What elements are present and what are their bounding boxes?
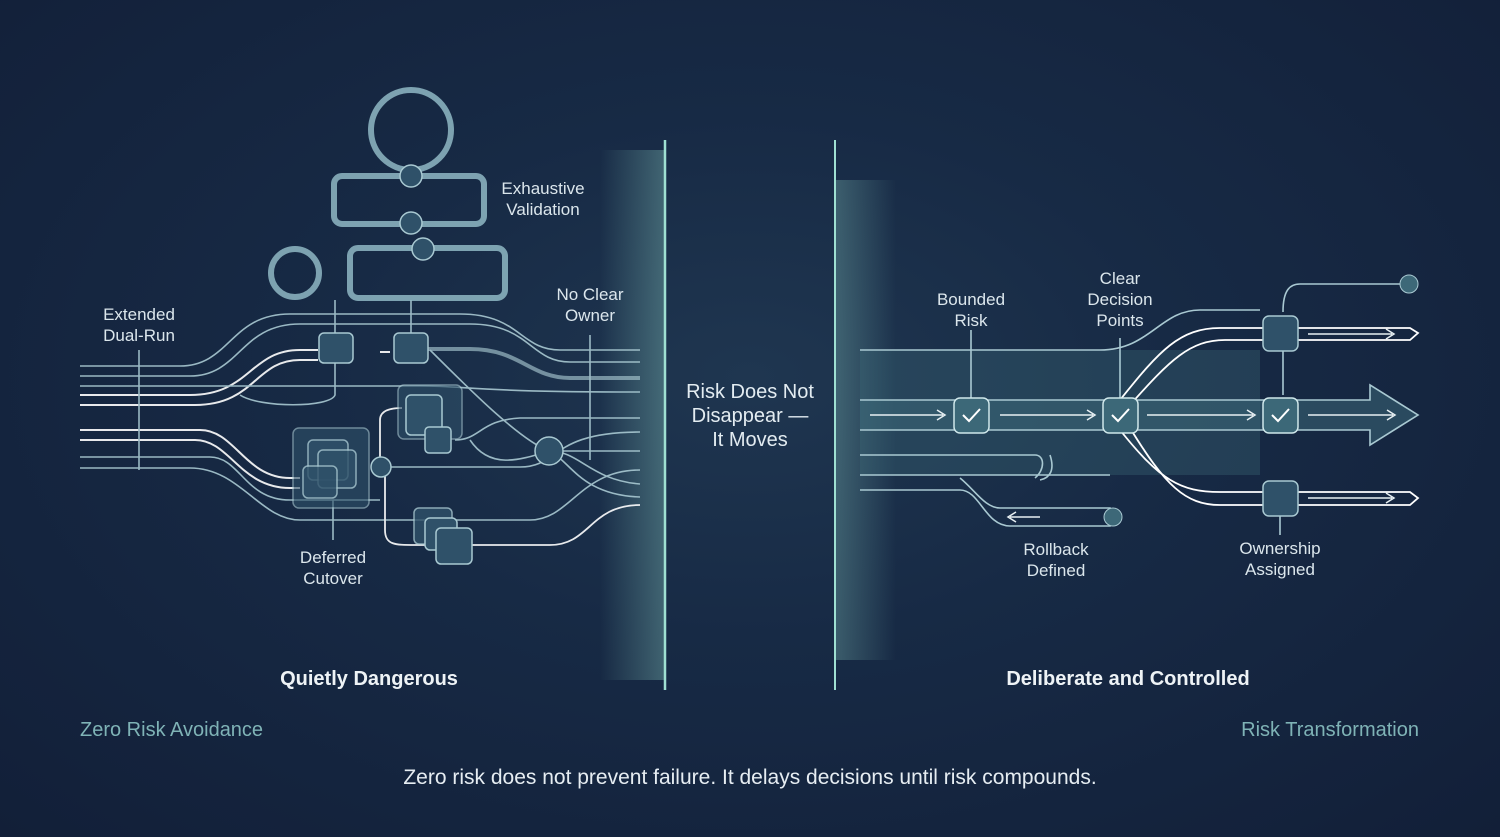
cycle-arrows-icon (368, 87, 454, 173)
exhaustive-validation-loops (268, 87, 508, 301)
check-icon (953, 397, 990, 434)
left-divider-glow (600, 150, 666, 680)
right-arrows (870, 328, 1397, 523)
check-icon (1262, 397, 1299, 434)
check-nodes (953, 315, 1299, 517)
left-nodes (292, 164, 564, 565)
section-title-left: Quietly Dangerous (280, 668, 458, 690)
axis-label-right: Risk Transformation (1241, 719, 1419, 741)
axis-label-left: Zero Risk Avoidance (80, 719, 264, 741)
caption: Zero risk does not prevent failure. It d… (403, 766, 1097, 789)
left-flows (80, 300, 641, 546)
section-title-right: Deliberate and Controlled (1006, 668, 1250, 690)
check-icon (1102, 397, 1139, 434)
cycle-arrows-icon (268, 246, 322, 300)
